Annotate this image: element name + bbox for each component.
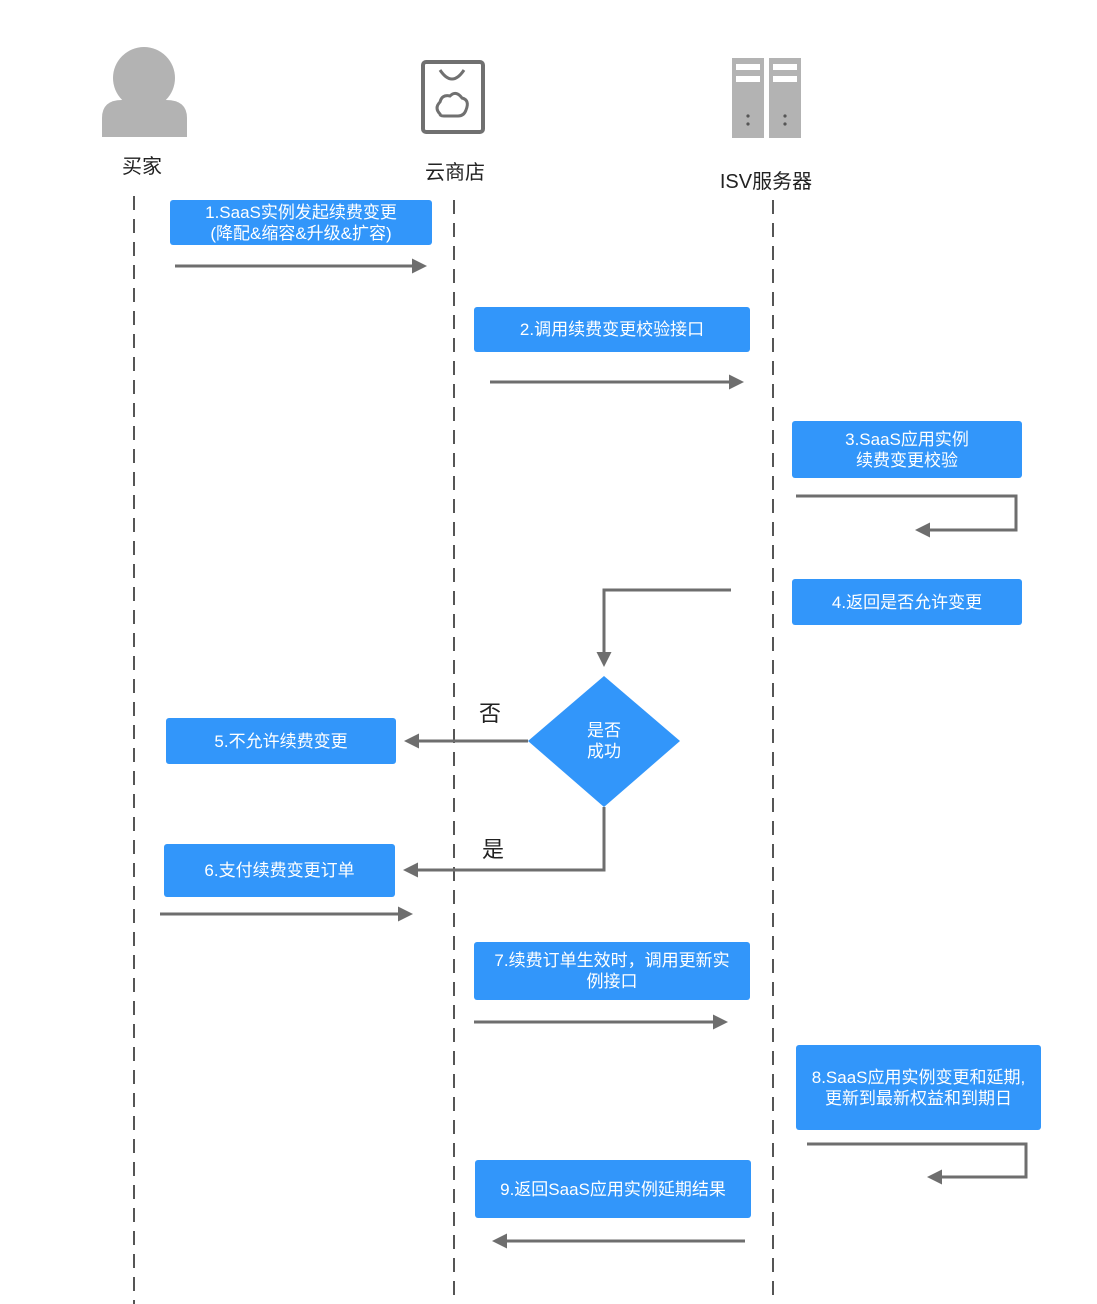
step-9-box: 9.返回SaaS应用实例延期结果 bbox=[475, 1160, 751, 1218]
person-icon bbox=[102, 47, 187, 137]
step-8-box: 8.SaaS应用实例变更和延期, 更新到最新权益和到期日 bbox=[796, 1045, 1041, 1130]
decision-line-2: 成功 bbox=[587, 742, 621, 761]
actor-store-label: 云商店 bbox=[425, 162, 485, 184]
step-3-line-2: 续费变更校验 bbox=[856, 450, 958, 470]
step-1-box: 1.SaaS实例发起续费变更 (降配&缩容&升级&扩容) bbox=[170, 200, 432, 245]
step-6-box: 6.支付续费变更订单 bbox=[164, 844, 395, 897]
step-4-box: 4.返回是否允许变更 bbox=[792, 579, 1022, 625]
step-8-line-2: 更新到最新权益和到期日 bbox=[825, 1088, 1012, 1108]
step-1-line-1: 1.SaaS实例发起续费变更 bbox=[205, 202, 397, 222]
branch-yes-label: 是 bbox=[482, 837, 505, 862]
decision-diamond bbox=[528, 676, 680, 807]
step-5-line-1: 5.不允许续费变更 bbox=[214, 731, 348, 751]
step-7-box: 7.续费订单生效时，调用更新实 例接口 bbox=[474, 942, 750, 1000]
step-6-line-1: 6.支付续费变更订单 bbox=[204, 861, 355, 880]
step-2-box: 2.调用续费变更校验接口 bbox=[474, 307, 750, 352]
step-9-line-1: 9.返回SaaS应用实例延期结果 bbox=[500, 1179, 726, 1199]
step-8-line-1: 8.SaaS应用实例变更和延期, bbox=[811, 1067, 1026, 1087]
branch-no-label: 否 bbox=[479, 701, 502, 726]
step-3-box: 3.SaaS应用实例 续费变更校验 bbox=[792, 421, 1022, 478]
step-5-box: 5.不允许续费变更 bbox=[166, 718, 396, 764]
step-7-line-2: 例接口 bbox=[586, 972, 638, 991]
step-3-line-1: 3.SaaS应用实例 bbox=[845, 429, 969, 449]
arrow-3-self bbox=[796, 494, 1018, 538]
actor-isv-label: ISV服务器 bbox=[719, 171, 813, 193]
step-1-line-2: (降配&缩容&升级&扩容) bbox=[210, 223, 392, 243]
server-icon bbox=[732, 58, 801, 138]
decision-line-1: 是否 bbox=[587, 721, 621, 740]
arrow-4 bbox=[596, 588, 731, 667]
step-7-line-1: 7.续费订单生效时，调用更新实 bbox=[494, 951, 730, 970]
shopping-bag-icon bbox=[421, 60, 485, 134]
decision-label: 是否 成功 bbox=[564, 720, 644, 762]
step-4-line-1: 4.返回是否允许变更 bbox=[831, 592, 983, 612]
step-2-line-1: 2.调用续费变更校验接口 bbox=[519, 320, 705, 339]
arrow-yes bbox=[403, 807, 606, 878]
arrow-8-self bbox=[807, 1142, 1028, 1185]
actor-buyer-label: 买家 bbox=[122, 156, 162, 178]
